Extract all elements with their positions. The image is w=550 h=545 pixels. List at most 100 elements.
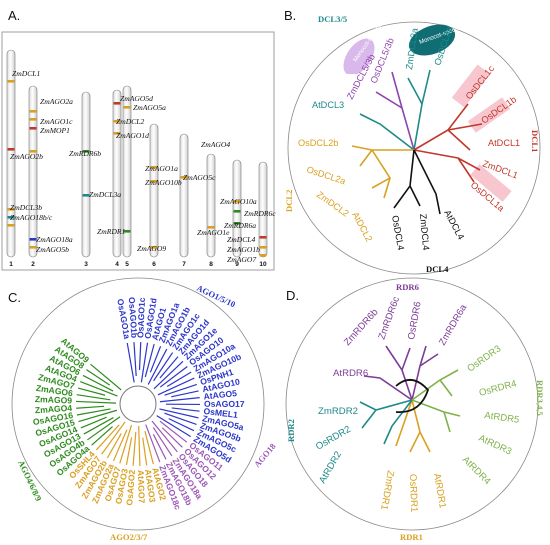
gene-label: OsDCL4 bbox=[390, 215, 406, 251]
highlight-box bbox=[470, 164, 512, 202]
tree-branch bbox=[86, 369, 111, 386]
gene-band bbox=[150, 246, 158, 249]
tree-branch bbox=[132, 431, 137, 466]
chromosome-number: 9 bbox=[235, 261, 239, 268]
gene-band bbox=[113, 132, 121, 135]
tree-branch bbox=[166, 371, 192, 388]
tree-branch bbox=[76, 394, 111, 401]
tree-branch bbox=[159, 397, 200, 403]
gene-label: ZmRDR6b bbox=[342, 307, 380, 348]
tree-branch bbox=[76, 405, 105, 409]
tree-branch bbox=[159, 356, 179, 379]
gene-label: ZmAGO9 bbox=[35, 394, 73, 406]
tree-circle bbox=[287, 21, 541, 275]
gene-label: ZmDCL4 bbox=[227, 235, 255, 244]
chromosome-body bbox=[149, 123, 159, 258]
tree-branch bbox=[171, 390, 199, 398]
tree-branch bbox=[161, 427, 183, 448]
chromosome-number: 3 bbox=[84, 261, 88, 268]
tree-branch bbox=[156, 415, 192, 438]
gene-label: ZmRDR6a bbox=[224, 221, 256, 230]
tree-branch bbox=[77, 387, 106, 396]
chromosome-number: 10 bbox=[259, 261, 267, 268]
tree-branch bbox=[78, 409, 118, 423]
gene-label: ZmAGO1d bbox=[116, 131, 149, 140]
tree-branch bbox=[159, 420, 188, 443]
gene-label: ZmAGO2a bbox=[40, 97, 73, 106]
tree-branch bbox=[144, 343, 155, 378]
gene-band bbox=[180, 176, 188, 179]
gene-label: OsAGO2 bbox=[124, 469, 137, 506]
group-label: RDR2 bbox=[286, 419, 296, 442]
gene-band bbox=[259, 236, 267, 239]
gene-label: ZmAGO1b bbox=[227, 245, 260, 254]
gene-band bbox=[259, 254, 267, 257]
group-label: DCL2 bbox=[284, 190, 294, 212]
gene-label: ZmAGO4 bbox=[201, 140, 230, 149]
tree-branch bbox=[164, 383, 198, 396]
gene-band bbox=[123, 106, 131, 109]
gene-label: ZmRDR6b bbox=[69, 149, 101, 158]
rdr-tree bbox=[359, 345, 461, 453]
dcl-tree bbox=[351, 69, 483, 215]
tree-branch bbox=[112, 429, 128, 462]
gene-label: ZmRDR6c bbox=[244, 209, 276, 218]
chromosome-body bbox=[81, 91, 91, 258]
tree-branch bbox=[83, 417, 114, 435]
gene-band bbox=[123, 230, 131, 233]
gene-label: OsAGO17 bbox=[204, 399, 245, 409]
gene-band bbox=[29, 150, 37, 153]
gene-label: ZmAGO10b bbox=[145, 178, 182, 187]
gene-label: ZmAGO1e bbox=[197, 228, 230, 237]
tree-branch bbox=[140, 342, 149, 383]
tree-branch bbox=[145, 424, 161, 463]
tree-branch bbox=[157, 377, 195, 396]
gene-band bbox=[29, 246, 37, 249]
tree-branch bbox=[91, 426, 113, 446]
tree-circle bbox=[285, 277, 539, 531]
gene-band bbox=[82, 194, 90, 197]
gene-label: AtDCL4 bbox=[442, 208, 466, 241]
group-label: AGO2/3/7 bbox=[110, 532, 148, 542]
tree-branch bbox=[151, 420, 178, 453]
gene-label: OsRDR3 bbox=[465, 343, 503, 374]
highlight-blob bbox=[343, 38, 375, 76]
gene-label: OsRDR2 bbox=[314, 424, 353, 453]
gene-label: ZmAGO18b/c bbox=[10, 213, 53, 222]
chromosome-body bbox=[258, 161, 268, 258]
tree-branch bbox=[149, 346, 162, 373]
gene-band bbox=[7, 148, 15, 151]
panel-c: C. OsAGO1aOsAGO1bOsAGO1cOsAGO1dAtAGO1ZmA… bbox=[8, 277, 278, 542]
tree-branch bbox=[138, 425, 141, 466]
tree-branch bbox=[101, 421, 126, 455]
group-label: RDR1 bbox=[400, 532, 423, 542]
group-label: AGO4/6/8/9 bbox=[16, 459, 44, 503]
tree-branch bbox=[152, 427, 173, 457]
gene-label: ZmAGO18a bbox=[36, 235, 73, 244]
gene-label: OsRDR4 bbox=[478, 378, 519, 399]
gene-band bbox=[113, 120, 121, 123]
gene-label: ZmDCL3a bbox=[89, 190, 121, 199]
chromosome-number: 4 bbox=[115, 261, 119, 268]
chromosome-body bbox=[6, 49, 16, 258]
tree-branch bbox=[153, 360, 184, 390]
gene-label: AtRDR2 bbox=[317, 450, 344, 486]
gene-label: AtDCL3 bbox=[312, 100, 344, 110]
chromosome-body bbox=[112, 89, 122, 258]
chromosome-number: 1 bbox=[9, 261, 13, 268]
tree-branch bbox=[164, 412, 197, 425]
tree-branch bbox=[87, 416, 121, 441]
group-label: DCL1 bbox=[530, 130, 540, 152]
chromosome-number: 8 bbox=[209, 261, 213, 268]
gene-label: AtRDR1 bbox=[431, 473, 448, 510]
gene-label: ZmRDR1 bbox=[97, 227, 125, 236]
tree-branch bbox=[82, 374, 114, 392]
panel-a-letter: A. bbox=[8, 8, 20, 23]
gene-label: OsAGO1b bbox=[127, 297, 140, 339]
gene-label: ZmAGO5b bbox=[36, 245, 69, 254]
gene-label: OsDCL2a bbox=[305, 164, 347, 186]
gene-label: OsDCL2b bbox=[298, 138, 338, 148]
